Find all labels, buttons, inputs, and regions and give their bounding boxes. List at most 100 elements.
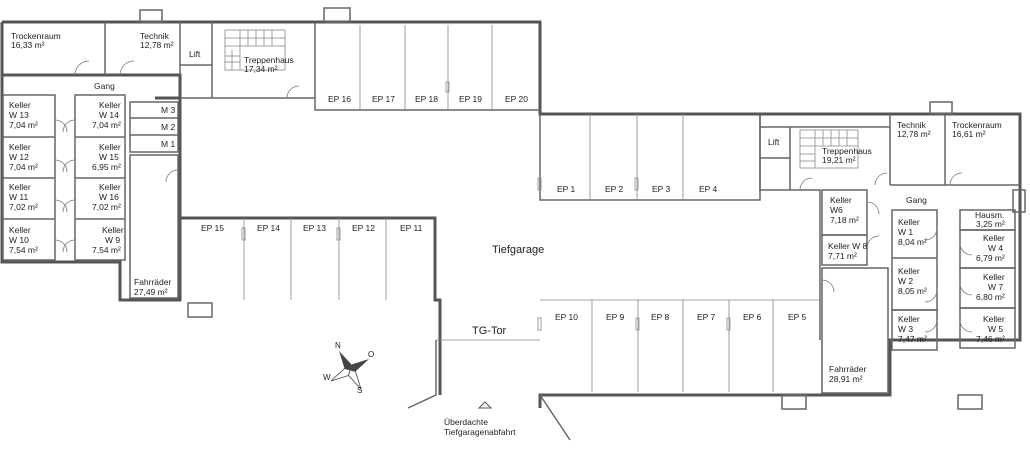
keller-w15-unit: W 15 <box>99 152 119 162</box>
parking-ep11: EP 11 <box>400 223 423 233</box>
parking-ep12: EP 12 <box>352 223 375 233</box>
room-fahrraeder-right-area: 28,91 m² <box>829 374 863 384</box>
parking-ep9: EP 9 <box>606 312 625 322</box>
room-treppenhaus-right-name: Treppenhaus <box>822 146 872 156</box>
room-gang-right: Gang <box>906 195 927 205</box>
keller-w8-area: 7,71 m² <box>828 251 857 261</box>
keller-w1-name: Keller <box>898 217 920 227</box>
parking-ep16: EP 16 <box>328 94 351 104</box>
parking-ep17: EP 17 <box>372 94 395 104</box>
stairs-left <box>224 29 286 71</box>
room-treppenhaus-right-area: 19,21 m² <box>822 155 856 165</box>
room-technik-left-name: Technik <box>140 31 170 41</box>
parking-top-row <box>359 25 493 110</box>
room-trockenraum-left-area: 16,33 m² <box>11 40 45 50</box>
shafts <box>139 7 1026 410</box>
room-trockenraum-right-area: 16,61 m² <box>952 129 986 139</box>
room-treppenhaus-left-area: 17,34 m² <box>244 64 278 74</box>
room-gang-left: Gang <box>94 81 115 91</box>
compass-s: S <box>357 386 362 395</box>
keller-w12-name: Keller <box>9 142 31 152</box>
keller-w3-name: Keller <box>898 314 920 324</box>
label-ramp-line2: Tiefgaragenabfahrt <box>444 427 516 437</box>
room-technik-right-name: Technik <box>897 120 927 130</box>
keller-w9-name: Keller <box>102 225 124 235</box>
keller-w8-name: Keller W 8 <box>828 241 867 251</box>
stairs-right <box>799 129 859 169</box>
keller-w14-unit: W 14 <box>99 110 119 120</box>
room-lift-right: Lift <box>768 137 780 147</box>
parking-ep5: EP 5 <box>788 312 807 322</box>
compass-icon <box>330 350 370 390</box>
parking-ep10: EP 10 <box>555 312 578 322</box>
keller-w12-unit: W 12 <box>9 152 29 162</box>
room-m1: M 1 <box>161 139 175 149</box>
keller-w16-name: Keller <box>99 182 121 192</box>
parking-middle-right <box>537 114 684 200</box>
parking-ep18: EP 18 <box>415 94 438 104</box>
parking-ep19: EP 19 <box>459 94 482 104</box>
keller-w10-unit: W 10 <box>9 235 29 245</box>
label-tg-tor: TG-Tor <box>472 325 507 337</box>
keller-w2-area: 8,05 m² <box>898 286 927 296</box>
keller-w12-area: 7,04 m² <box>9 162 38 172</box>
keller-w4-name: Keller <box>983 233 1005 243</box>
room-technik-right-area: 12,78 m² <box>897 129 931 139</box>
keller-w13-unit: W 13 <box>9 110 29 120</box>
keller-w2-name: Keller <box>898 266 920 276</box>
keller-w13-area: 7,04 m² <box>9 120 38 130</box>
keller-w5-area: 7,46 m² <box>976 334 1005 344</box>
keller-w3-unit: W 3 <box>898 324 913 334</box>
keller-w15-area: 6,95 m² <box>92 162 121 172</box>
keller-w11-area: 7,02 m² <box>9 202 38 212</box>
keller-w16-area: 7,02 m² <box>92 202 121 212</box>
room-technik-left-area: 12,78 m² <box>140 40 174 50</box>
parking-ep8: EP 8 <box>651 312 670 322</box>
keller-w11-unit: W 11 <box>9 192 28 202</box>
outer-walls <box>0 20 1022 441</box>
room-treppenhaus-left-name: Treppenhaus <box>244 55 294 65</box>
room-fahrraeder-left-name: Fahrräder <box>134 277 171 287</box>
parking-ep3: EP 3 <box>652 184 671 194</box>
parking-ep13: EP 13 <box>303 223 326 233</box>
room-hausm-name: Hausm. <box>975 210 1004 220</box>
left-service-rooms <box>74 22 315 99</box>
keller-w15-name: Keller <box>99 142 121 152</box>
keller-w3-area: 7,47 m² <box>898 334 927 344</box>
keller-w6-name: Keller <box>830 195 852 205</box>
parking-bottom-row <box>537 299 820 392</box>
parking-ep6: EP 6 <box>743 312 762 322</box>
parking-middle-left <box>241 218 387 300</box>
keller-w2-unit: W 2 <box>898 276 913 286</box>
room-lift-left: Lift <box>189 49 201 59</box>
keller-w5-name: Keller <box>983 314 1005 324</box>
compass-n: N <box>335 341 341 350</box>
keller-w10-name: Keller <box>9 225 31 235</box>
keller-w6-area: 7,18 m² <box>830 215 859 225</box>
room-m2: M 2 <box>161 122 175 132</box>
room-m3: M 3 <box>161 105 175 115</box>
keller-w5-unit: W 5 <box>988 324 1003 334</box>
parking-ep7: EP 7 <box>697 312 716 322</box>
keller-w4-unit: W 4 <box>988 243 1003 253</box>
room-fahrraeder-left-area: 27,49 m² <box>134 287 168 297</box>
compass-o: O <box>368 350 374 359</box>
parking-ep1: EP 1 <box>557 184 576 194</box>
keller-w7-unit: W 7 <box>988 282 1003 292</box>
keller-w9-unit: W 9 <box>105 235 120 245</box>
right-service-rooms <box>760 114 963 191</box>
keller-w1-unit: W 1 <box>898 227 913 237</box>
parking-ep14: EP 14 <box>257 223 280 233</box>
keller-w4-area: 6,79 m² <box>976 253 1005 263</box>
keller-w13-name: Keller <box>9 100 31 110</box>
compass-w: W <box>323 373 331 382</box>
keller-w14-name: Keller <box>99 100 121 110</box>
room-fahrraeder-right-name: Fahrräder <box>829 364 866 374</box>
left-keller-walls <box>2 94 126 261</box>
label-ramp-line1: Überdachte <box>444 417 488 427</box>
parking-ep15: EP 15 <box>201 223 224 233</box>
m-rooms <box>129 101 179 299</box>
keller-w7-name: Keller <box>983 272 1005 282</box>
ramp-arrow-icon <box>477 401 493 409</box>
keller-w6-unit: W6 <box>830 205 843 215</box>
